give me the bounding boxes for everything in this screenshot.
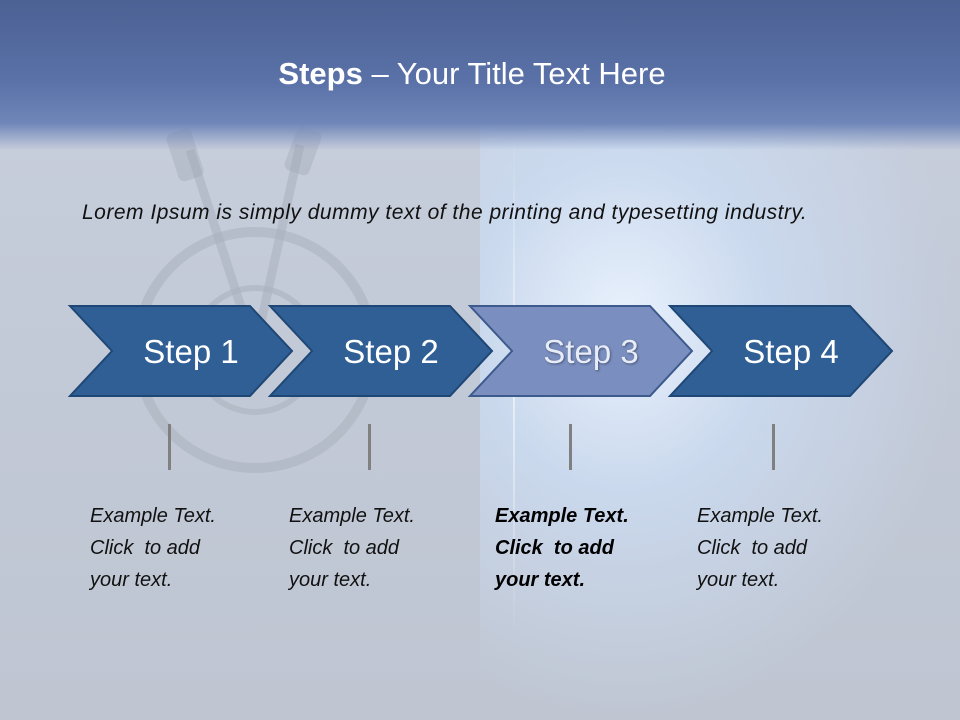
step-description-line: your text. — [90, 569, 173, 591]
intro-text[interactable]: Lorem Ipsum is simply dummy text of the … — [82, 201, 808, 224]
step-description-line: Click to add — [90, 537, 201, 559]
step-label-1: Step 1 — [143, 333, 238, 370]
step-label-2: Step 2 — [343, 333, 438, 370]
step-chevron-1[interactable] — [67, 305, 294, 397]
step-connector-2 — [368, 424, 371, 470]
step-label-4: Step 4 — [743, 333, 838, 370]
step-description-line: Example Text. — [495, 505, 629, 527]
step-description-line: Example Text. — [697, 505, 823, 527]
step-chevron-4[interactable] — [667, 305, 894, 397]
step-description-line: Click to add — [289, 537, 400, 559]
step-description-line: your text. — [289, 569, 372, 591]
title-bar — [0, 0, 960, 150]
title-bold: Steps — [278, 56, 363, 91]
step-description-line: your text. — [697, 569, 780, 591]
step-description-line: Example Text. — [289, 505, 415, 527]
step-description-line: Example Text. — [90, 505, 216, 527]
step-description-line: Click to add — [697, 537, 808, 559]
step-description-3[interactable]: Example Text. Click to add your text. — [495, 500, 665, 596]
step-chevron-3[interactable] — [467, 305, 694, 397]
step-connector-1 — [168, 424, 171, 470]
step-description-2[interactable]: Example Text. Click to add your text. — [289, 500, 459, 596]
step-label-3: Step 3 — [543, 333, 638, 370]
step-description-4[interactable]: Example Text. Click to add your text. — [697, 500, 867, 596]
step-description-1[interactable]: Example Text. Click to add your text. — [90, 500, 260, 596]
title-rest: – Your Title Text Here — [362, 56, 666, 91]
step-description-line: your text. — [495, 569, 586, 591]
step-description-line: Click to add — [495, 537, 614, 559]
slide-title[interactable]: Steps – Your Title Text Here — [0, 52, 944, 96]
step-connector-3 — [569, 424, 572, 470]
step-chevron-2[interactable] — [267, 305, 494, 397]
background-light — [480, 110, 960, 720]
step-connector-4 — [772, 424, 775, 470]
